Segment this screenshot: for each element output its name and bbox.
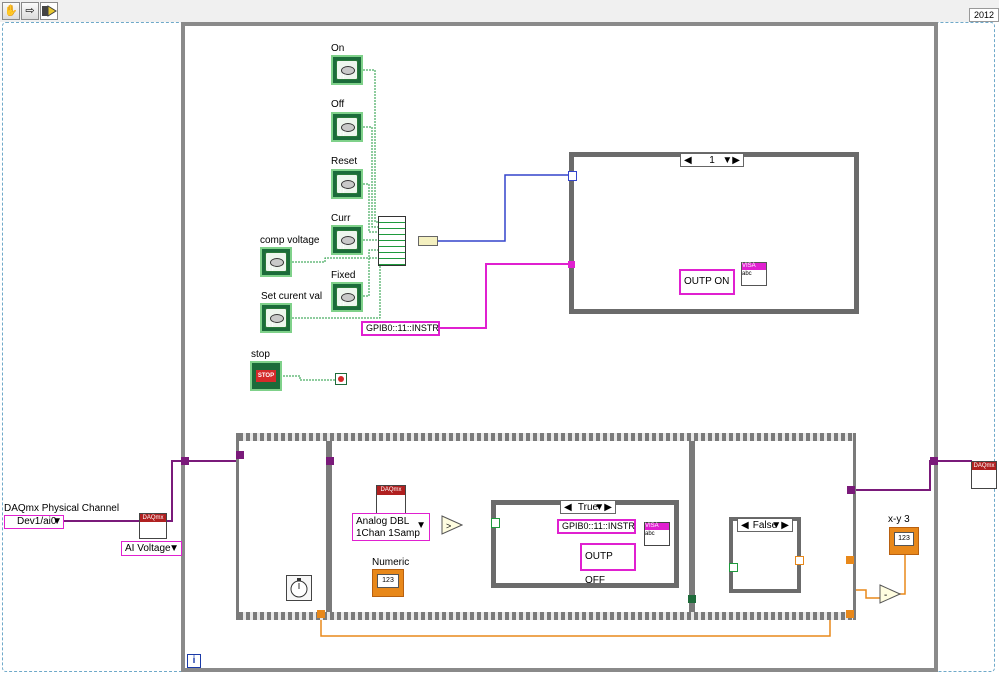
case-selector-true[interactable]: ◀True▼▶ [560,500,616,514]
daqmx-channel-control[interactable]: Dev1/ai0 ▼ [4,515,64,529]
reset-label: Reset [331,156,358,167]
enum-wire [438,174,572,242]
fixed-control[interactable]: TF [331,282,363,312]
svg-text:>: > [446,521,451,531]
daqmx-channel-label: DAQmx Physical Channel [4,503,120,514]
sequence-frame-divider-2 [689,441,695,612]
off-control[interactable]: TF [331,112,363,142]
daqmx-clear-task-icon[interactable]: DAQmx [971,461,997,489]
ai-voltage-selector[interactable]: AI Voltage▼ [121,541,182,556]
reset-control[interactable]: TF [331,169,363,199]
outp-on-string[interactable]: OUTP ON [679,269,735,295]
indicator-label: x-y 3 [888,514,910,525]
visa-write-icon[interactable]: VISA abc [741,262,767,286]
daqmx-read-mode-selector[interactable]: Analog DBL 1Chan 1Samp ▼ [352,513,430,541]
comp-voltage-label: comp voltage [260,235,320,246]
version-label: 2012 [969,8,999,22]
bool-tunnel [688,595,696,603]
toolbar: ✋ ⇨ 2012 [0,0,999,22]
boolean-array-to-number-node[interactable] [418,236,438,246]
curr-control[interactable]: TF [331,225,363,255]
task-tunnel-left [181,457,189,465]
run-icon[interactable] [40,2,58,20]
daqmx-create-channel-icon[interactable]: DAQmx [139,513,167,539]
curr-label: Curr [331,213,351,224]
off-label: Off [331,99,345,110]
true-case-terminal [491,518,500,528]
svg-text:-: - [884,590,887,601]
stopwatch-icon[interactable] [286,575,312,601]
on-control[interactable]: TF [331,55,363,85]
seq-numeric-tunnel-right [846,556,854,564]
build-array-node[interactable] [378,216,406,266]
on-label: On [331,43,345,54]
case-selector-1[interactable]: ◀1▼▶ [680,153,744,167]
seq-numeric-tunnel-bottom [846,610,854,618]
task-tunnel-seq-right [847,486,855,494]
greater-than-node[interactable]: > [441,515,463,535]
while-loop[interactable] [181,22,938,672]
numeric-control[interactable]: 123 [372,569,404,597]
fixed-label: Fixed [331,270,356,281]
set-current-val-control[interactable]: TF [260,303,292,333]
arrow-icon[interactable]: ⇨ [21,2,39,20]
iteration-icon: i [187,654,201,668]
stop-label: stop [251,349,270,360]
set-current-val-label: Set curent val [261,291,323,302]
hand-icon[interactable]: ✋ [2,2,20,20]
stop-button[interactable]: STOP [250,361,282,391]
case-selector-terminal [568,171,577,181]
false-case-output-tunnel [795,556,804,565]
task-tunnel-right [930,457,938,465]
numeric-tunnel [317,610,325,618]
outp-off-string[interactable]: OUTP OFF [580,543,636,586]
daqmx-read-icon[interactable]: DAQmx [376,485,406,515]
inner-visa-write-icon[interactable]: VISA abc [644,522,670,546]
xy3-indicator[interactable]: 123 [889,527,919,555]
subtract-node[interactable]: - [879,584,901,604]
false-case-terminal [729,563,738,572]
sequence-frame-divider-1 [326,441,332,612]
numeric-label: Numeric [372,557,410,568]
case-selector-false[interactable]: ◀False▼▶ [737,518,793,532]
loop-condition-terminal[interactable] [335,373,347,385]
comp-voltage-control[interactable]: TF [260,247,292,277]
task-tunnel-seq-left [236,451,244,459]
inner-visa-resource[interactable]: GPIB0::11::INSTR [557,519,636,534]
visa-resource-constant[interactable]: GPIB0::11::INSTR [361,321,440,336]
visa-tunnel [568,261,575,268]
task-tunnel-frame [326,457,334,465]
